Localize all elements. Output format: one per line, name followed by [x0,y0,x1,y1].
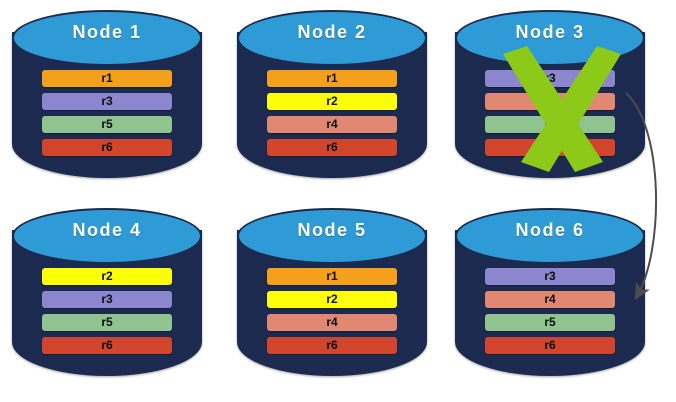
data-item-r6[interactable]: r6 [485,337,615,354]
cylinder-top-ellipse [12,208,202,264]
data-item-list: r3 r4 r5 r6 [485,70,615,162]
data-item-r3[interactable]: r3 [42,93,172,110]
cylinder-top-ellipse [455,208,645,264]
data-item-r1[interactable]: r1 [267,268,397,285]
data-item-r4[interactable]: r4 [267,116,397,133]
data-item-r5[interactable]: r5 [42,314,172,331]
data-item-r5[interactable]: r5 [485,116,615,133]
cylinder-top-ellipse [455,10,645,66]
cylinder-top-ellipse [12,10,202,66]
data-item-r5[interactable]: r5 [485,314,615,331]
data-item-r5[interactable]: r5 [42,116,172,133]
data-item-r3[interactable]: r3 [485,268,615,285]
data-item-r1[interactable]: r1 [42,70,172,87]
data-item-r4[interactable]: r4 [485,291,615,308]
data-item-list: r2 r3 r5 r6 [42,268,172,360]
data-item-r6[interactable]: r6 [267,337,397,354]
data-item-r2[interactable]: r2 [267,291,397,308]
cylinder-top-ellipse [237,208,427,264]
data-item-list: r1 r2 r4 r6 [267,268,397,360]
data-item-r4[interactable]: r4 [267,314,397,331]
data-item-r1[interactable]: r1 [267,70,397,87]
data-item-r6[interactable]: r6 [267,139,397,156]
data-item-r4[interactable]: r4 [485,93,615,110]
data-item-r6[interactable]: r6 [485,139,615,156]
data-item-list: r1 r2 r4 r6 [267,70,397,162]
data-item-r3[interactable]: r3 [42,291,172,308]
data-item-list: r1 r3 r5 r6 [42,70,172,162]
data-item-list: r3 r4 r5 r6 [485,268,615,360]
data-item-r6[interactable]: r6 [42,139,172,156]
data-item-r6[interactable]: r6 [42,337,172,354]
data-item-r2[interactable]: r2 [42,268,172,285]
data-item-r3[interactable]: r3 [485,70,615,87]
data-item-r2[interactable]: r2 [267,93,397,110]
cylinder-top-ellipse [237,10,427,66]
